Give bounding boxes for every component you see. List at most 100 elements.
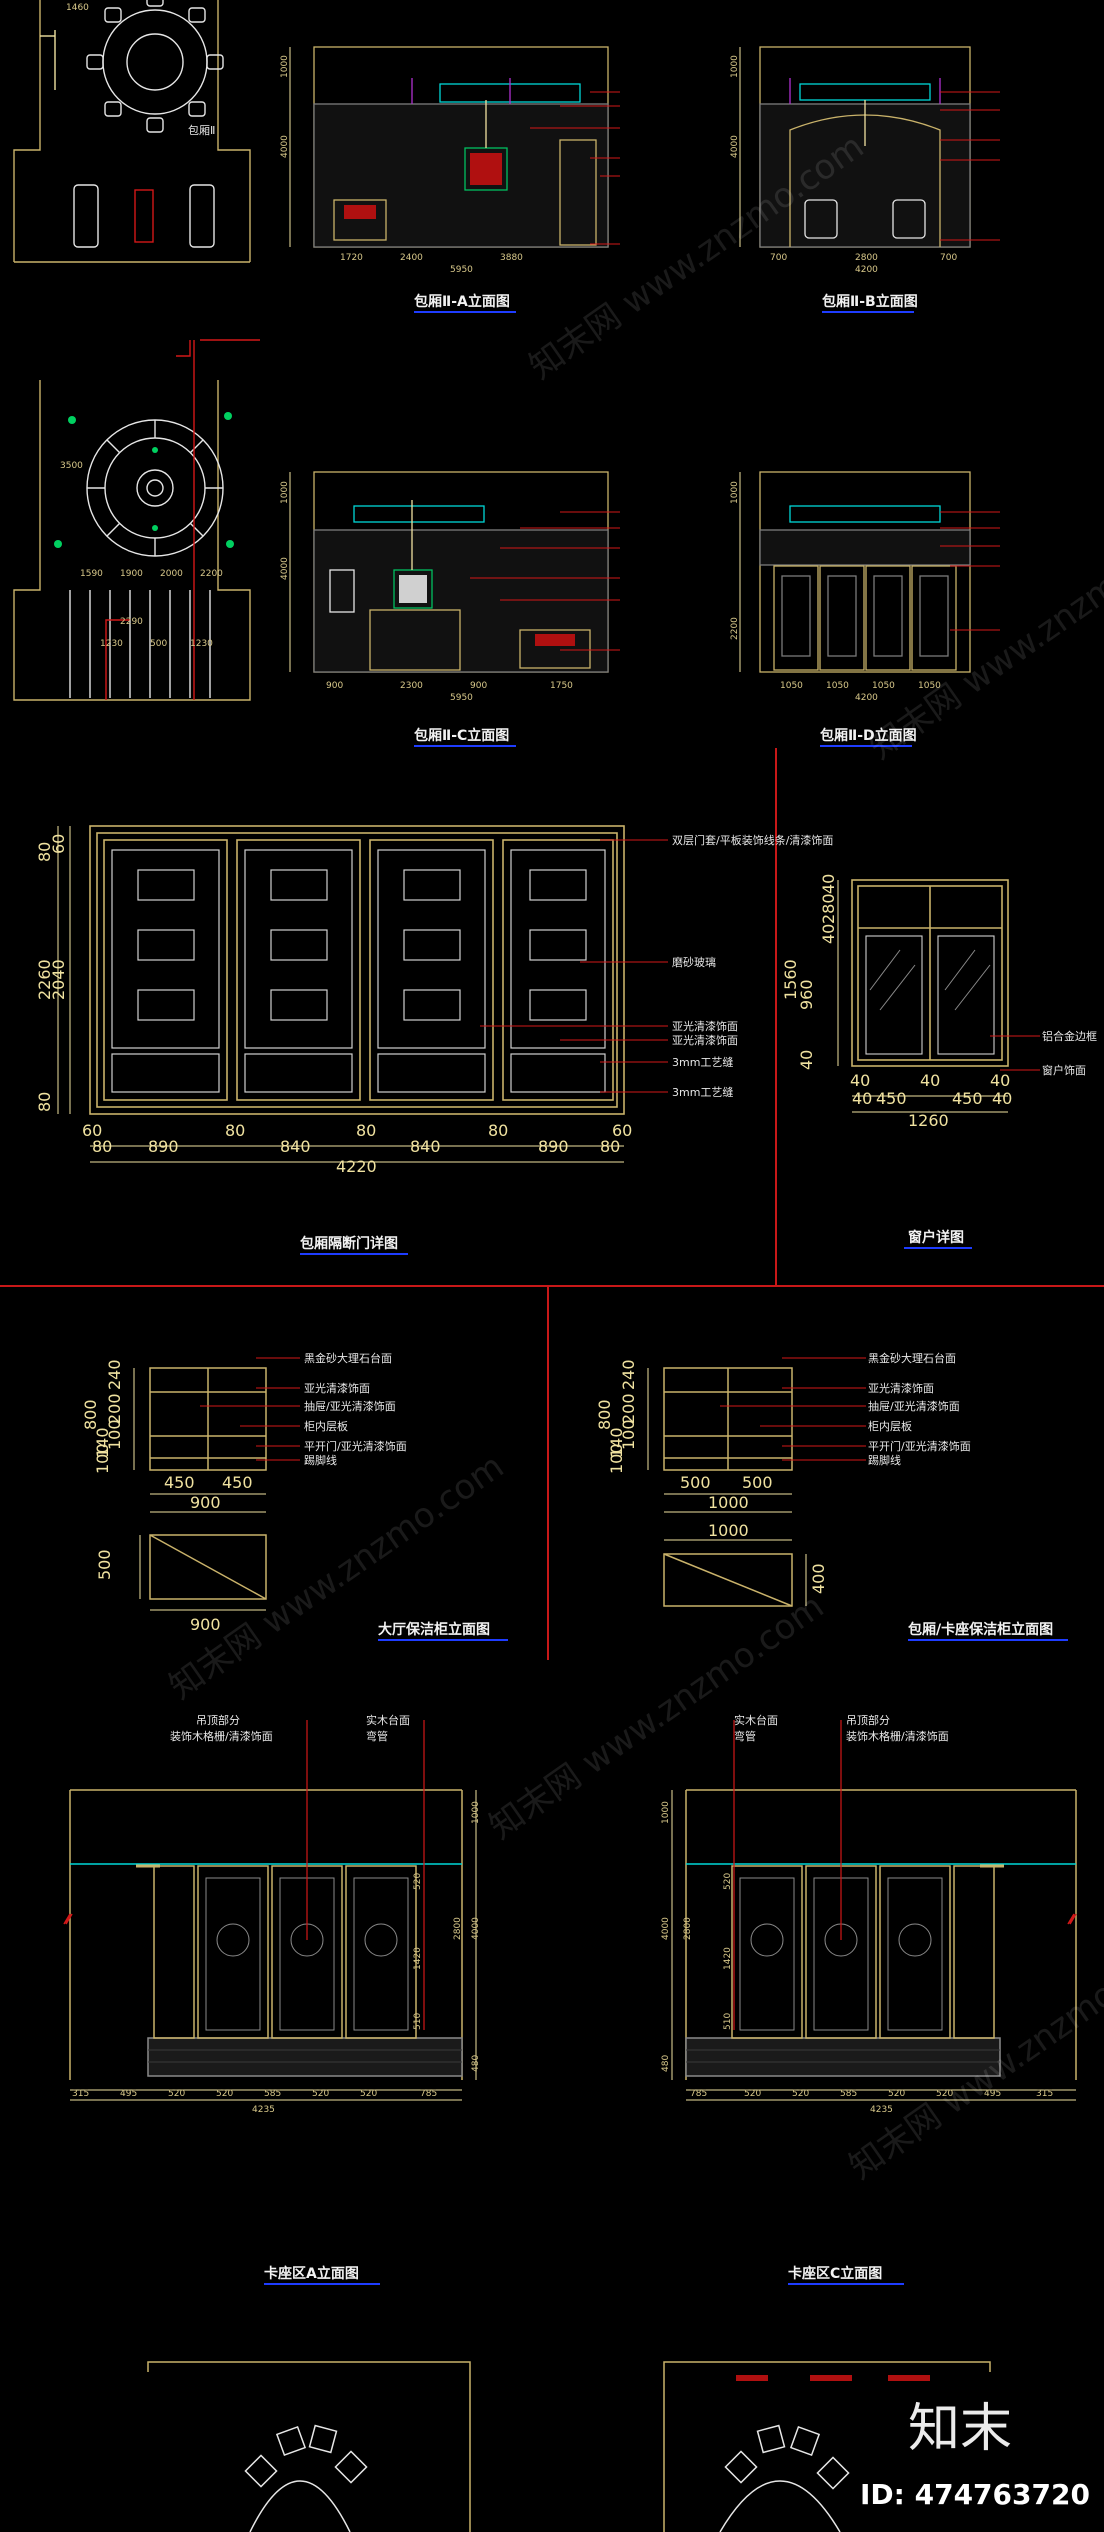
cab1-total: 900 [190,1493,221,1512]
booth-a-total: 4235 [252,2105,275,2115]
plan2-dim-5: 2200 [200,569,223,579]
win-h-5: 40 [797,1050,816,1070]
door-note-5: 3mm工艺缝 [672,1085,733,1099]
cabinet-booth [647,1357,866,1607]
cab2-note-2: 抽屉/亚光清漆饰面 [868,1399,960,1413]
door-w-7: 80 [488,1121,508,1140]
cab1-note-3: 柜内层板 [304,1419,348,1433]
door-h-80b: 80 [35,1092,54,1112]
cab1-w-1: 450 [222,1473,253,1492]
booth-a-side-3: 480 [471,2055,481,2072]
booth-c-dim-6: 495 [984,2089,1001,2099]
win-w-5: 40 [990,1071,1010,1090]
win-total: 1260 [908,1111,949,1130]
elev-d-dim-1: 1050 [780,681,803,691]
cab2-note-5: 踢脚线 [868,1453,901,1467]
booth-c-note-2: 吊顶部分 [846,1713,890,1727]
plan-room-ii [13,0,251,263]
elev-c-total: 5950 [450,693,473,703]
brand-logo: 知末 [908,2399,1012,2459]
booth-c-side-6: 510 [723,2013,733,2030]
elev-c-title: 包厢Ⅱ-C立面图 [414,727,509,744]
booth-c-dim-3: 585 [840,2089,857,2099]
elev-b-dim-1: 700 [770,253,787,263]
booth-c-note-1: 弯管 [734,1729,756,1743]
booth-c-dim-2: 520 [792,2089,809,2099]
plan2-dim-9: 1230 [190,639,213,649]
win-w-6: 40 [992,1089,1012,1108]
booth-c-total: 4235 [870,2105,893,2115]
booth-a-dim-2: 520 [168,2089,185,2099]
elev-a-dim-1: 1720 [340,253,363,263]
booth-c-title: 卡座区C立面图 [788,2265,882,2282]
booth-a-title: 卡座区A立面图 [264,2265,359,2282]
booth-c-side-4: 520 [723,1873,733,1890]
elev-c-dim-3: 900 [470,681,487,691]
door-w-3: 80 [225,1121,245,1140]
booth-c-side-0: 1000 [661,1801,671,1824]
elev-d-total: 4200 [855,693,878,703]
door-total: 4220 [336,1157,377,1176]
booth-c-side-2: 4000 [661,1917,671,1940]
cab1-h-0: 800 [81,1399,100,1430]
elev-d-dim-3: 1050 [872,681,895,691]
win-h-3: 1560 [781,959,800,1000]
win-note-1: 窗户饰面 [1042,1063,1086,1077]
booth-a-side-6: 510 [413,2013,423,2030]
elev-c-side-2: 4000 [280,557,290,580]
elev-b-dim-3: 700 [940,253,957,263]
partition-door [57,825,668,1163]
cab2-note-3: 柜内层板 [868,1419,912,1433]
booth-a-elevation [63,1720,477,2101]
elev-d-title: 包厢Ⅱ-D立面图 [820,727,917,744]
plan2-dim-4: 2000 [160,569,183,579]
win-w-4: 450 [952,1089,983,1108]
booth-c-dim-0: 785 [690,2089,707,2099]
door-w-10: 60 [612,1121,632,1140]
cab2-h-2: 200 [619,1393,638,1424]
door-w-4: 840 [280,1137,311,1156]
cab2-h-0: 800 [595,1399,614,1430]
elev-a-side-2: 4000 [280,135,290,158]
elev-c-dim-2: 2300 [400,681,423,691]
cab2-h-4: 140 [607,1427,626,1458]
cab2-note-1: 亚光清漆饰面 [868,1381,934,1395]
elev-b-side-2: 4000 [730,135,740,158]
elev-a-dim-3: 3880 [500,253,523,263]
plan1-dim: 1460 [66,3,89,13]
booth-a-side-4: 520 [413,1873,423,1890]
cab1-note-1: 亚光清漆饰面 [304,1381,370,1395]
win-h-4: 960 [797,979,816,1010]
door-w-9: 80 [600,1137,620,1156]
booth-c-dim-7: 315 [1036,2089,1053,2099]
elev-a-side-1: 1000 [280,55,290,78]
door-note-1: 磨砂玻璃 [672,955,716,969]
cab2-w-1: 500 [742,1473,773,1492]
cab2-h-1: 240 [619,1359,638,1390]
elevation-d [759,471,1000,673]
elev-b-dim-2: 2800 [855,253,878,263]
elev-a-title: 包厢Ⅱ-A立面图 [414,293,510,310]
booth-c-side-5: 1420 [723,1947,733,1970]
elev-c-dim-4: 1750 [550,681,573,691]
section-dividers [0,748,1104,1660]
cab2-w-0: 500 [680,1473,711,1492]
plan2-dim-1: 3500 [60,461,83,471]
win-h-2: 40 [819,924,838,944]
elevation-b [759,46,1000,248]
cab2-note-0: 黑金砂大理石台面 [868,1351,956,1365]
door-h-2260: 2260 [35,959,54,1000]
booth-a-dim-7: 785 [420,2089,437,2099]
door-w-5: 80 [356,1121,376,1140]
cab2-h-3: 100 [619,1419,638,1450]
plan2-dim-2: 1590 [80,569,103,579]
win-note-0: 铝合金边框 [1042,1029,1097,1043]
elev-d-dim-4: 1050 [918,681,941,691]
elev-b-side-1: 1000 [730,55,740,78]
plan-ceiling [13,339,260,701]
door-h-80a: 80 [35,842,54,862]
booth-a-dim-6: 520 [360,2089,377,2099]
booth-a-side-0: 1000 [471,1801,481,1824]
elev-b-total: 4200 [855,265,878,275]
